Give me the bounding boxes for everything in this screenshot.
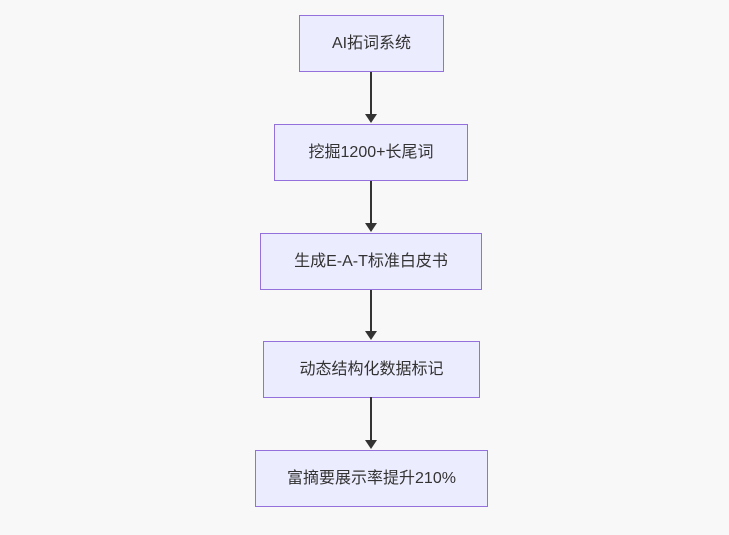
flowchart-node-rich-snippet-result: 富摘要展示率提升210% bbox=[255, 450, 488, 507]
arrow-line bbox=[370, 72, 372, 114]
flow-arrow-2 bbox=[365, 181, 377, 232]
arrow-line bbox=[370, 181, 372, 223]
flow-arrow-3 bbox=[365, 290, 377, 340]
flowchart-node-eat-whitepaper: 生成E-A-T标准白皮书 bbox=[260, 233, 482, 290]
flow-arrow-4 bbox=[365, 397, 377, 449]
arrowhead-icon bbox=[365, 440, 377, 449]
flowchart-node-longtail-mining: 挖掘1200+长尾词 bbox=[274, 124, 468, 181]
flow-arrow-1 bbox=[365, 72, 377, 123]
flowchart-node-ai-word-system: AI拓词系统 bbox=[299, 15, 444, 72]
arrow-line bbox=[370, 397, 372, 440]
flowchart-node-structured-data: 动态结构化数据标记 bbox=[263, 341, 480, 398]
arrow-line bbox=[370, 290, 372, 331]
arrowhead-icon bbox=[365, 114, 377, 123]
arrowhead-icon bbox=[365, 223, 377, 232]
arrowhead-icon bbox=[365, 331, 377, 340]
